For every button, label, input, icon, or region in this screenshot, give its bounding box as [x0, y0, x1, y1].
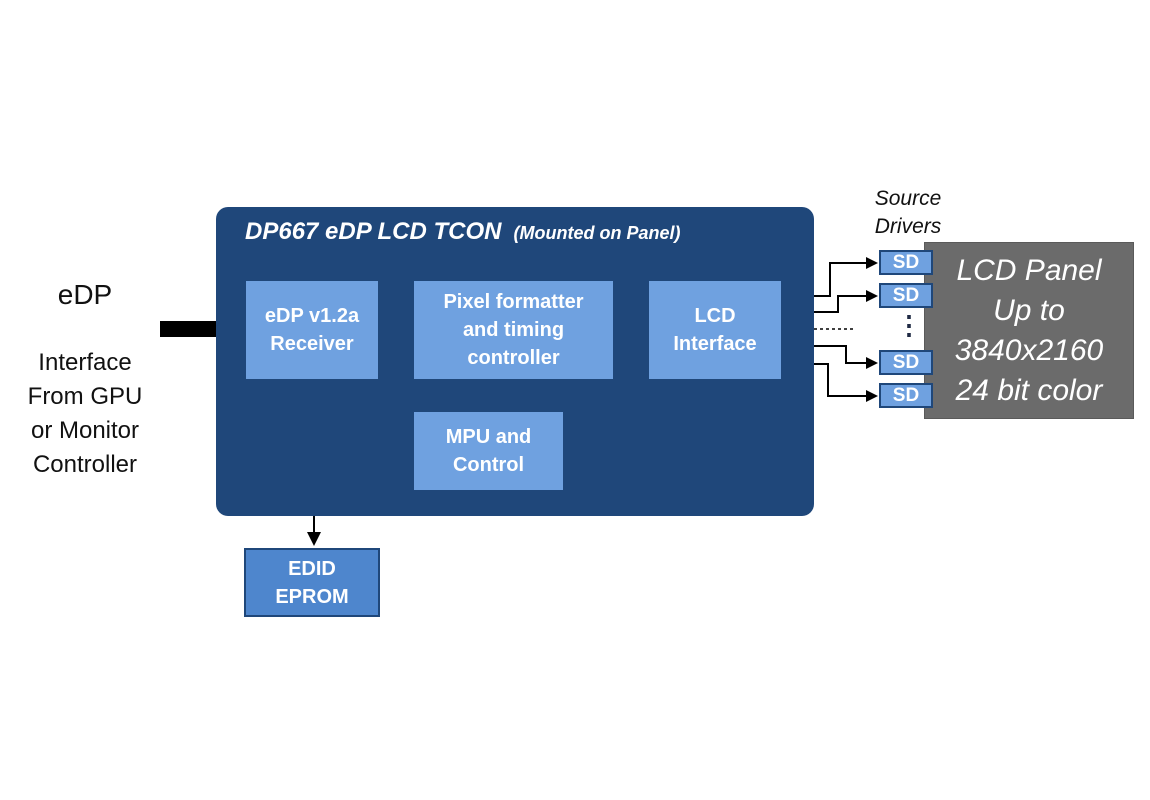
sd-block: SD — [879, 350, 933, 375]
edp-input-label: eDP Interface From GPU or Monitor Contro… — [0, 244, 170, 516]
source-drivers-label: Source Drivers — [874, 187, 942, 238]
edid-eprom-block: EDID EPROM — [244, 548, 380, 617]
sd-block: SD — [879, 250, 933, 275]
tcon-title-main: DP667 eDP LCD TCON — [245, 218, 502, 245]
sd-wires — [814, 257, 878, 402]
mpu-control-block: MPU and Control — [414, 412, 563, 490]
edp-input-text: Interface From GPU or Monitor Controller — [27, 349, 143, 478]
tcon-title: DP667 eDP LCD TCON (Mounted on Panel) — [245, 218, 680, 246]
lcd-panel: LCD Panel Up to 3840x2160 24 bit color — [924, 242, 1134, 419]
sd-ellipsis: ⋮ — [896, 310, 922, 340]
receiver-block: eDP v1.2a Receiver — [246, 281, 378, 379]
tcon-title-sub: (Mounted on Panel) — [513, 223, 681, 243]
sd-block: SD — [879, 383, 933, 408]
edp-input-title: eDP — [57, 279, 113, 310]
sd-block: SD — [879, 283, 933, 308]
pixel-formatter-block: Pixel formatter and timing controller — [414, 281, 613, 379]
lcd-interface-block: LCD Interface — [649, 281, 781, 379]
